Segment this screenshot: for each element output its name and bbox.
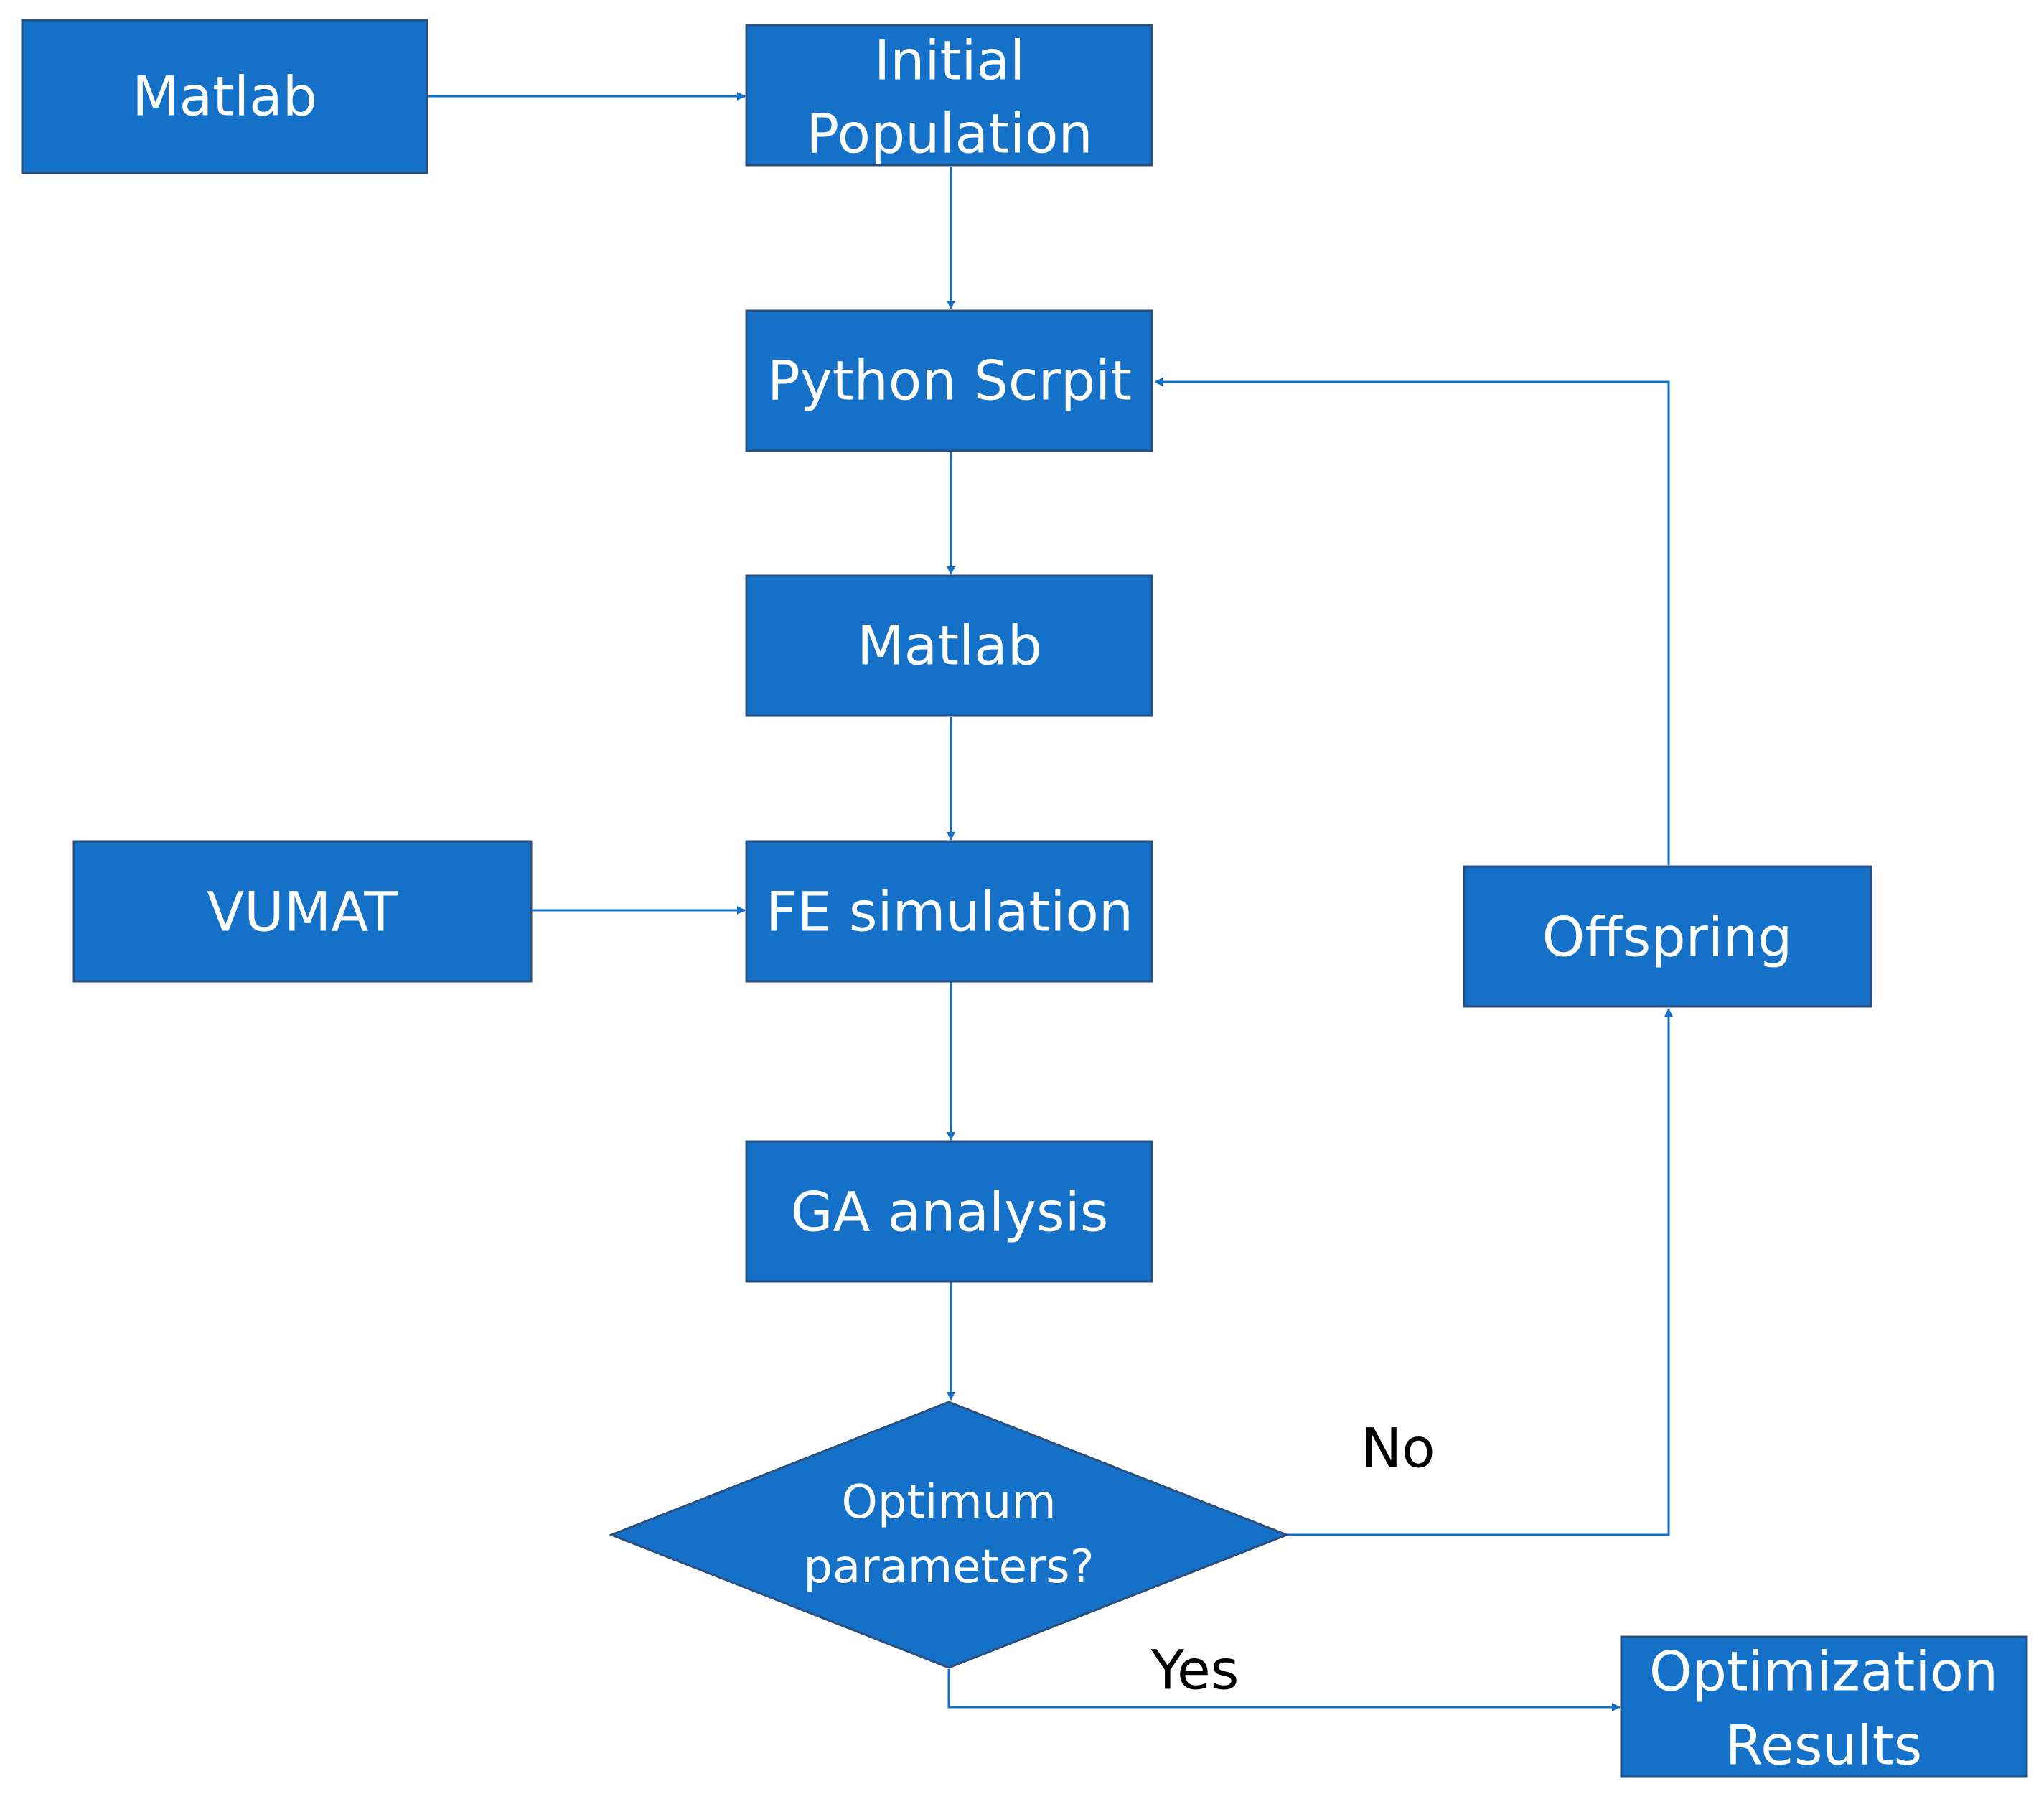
node-ga-analysis-label: GA analysis [791, 1180, 1109, 1244]
node-python-script-label: Python Scrpit [767, 349, 1132, 413]
connectors [427, 92, 1673, 1711]
node-fe-simulation-label: FE simulation [766, 880, 1133, 944]
node-decision-label-line2: parameters? [803, 1541, 1094, 1594]
node-offspring-label: Offspring [1542, 905, 1793, 969]
node-vumat-label: VUMAT [207, 880, 398, 944]
node-python-script: Python Scrpit [745, 309, 1153, 452]
node-optimization-results-label-line1: Optimization [1649, 1640, 1998, 1704]
edge-label-yes: Yes [1150, 1638, 1239, 1702]
node-initial-population-label-line1: Initial [874, 29, 1025, 93]
node-decision-label-line1: Optimum [841, 1476, 1056, 1529]
node-initial-population: Initial Population [745, 24, 1153, 167]
node-matlab-top: Matlab [21, 19, 428, 174]
edge-decision-yes-to-optimization-results [947, 1669, 1621, 1711]
node-matlab-mid-label: Matlab [857, 614, 1042, 678]
edge-offspring-to-python-script [1154, 378, 1670, 865]
node-ga-analysis: GA analysis [745, 1140, 1153, 1283]
node-fe-simulation: FE simulation [745, 840, 1153, 983]
node-matlab-top-label: Matlab [132, 65, 317, 129]
node-optimization-results: Optimization Results [1620, 1635, 2028, 1778]
node-vumat: VUMAT [72, 840, 533, 983]
edge-label-no: No [1361, 1416, 1435, 1480]
node-initial-population-label-line2: Population [806, 102, 1092, 166]
edge-decision-no-to-offspring [1287, 1008, 1673, 1536]
node-optimization-results-label-line2: Results [1725, 1714, 1922, 1777]
node-decision: Optimum parameters? [608, 1401, 1290, 1669]
node-offspring: Offspring [1463, 865, 1872, 1008]
node-matlab-mid: Matlab [745, 574, 1153, 717]
